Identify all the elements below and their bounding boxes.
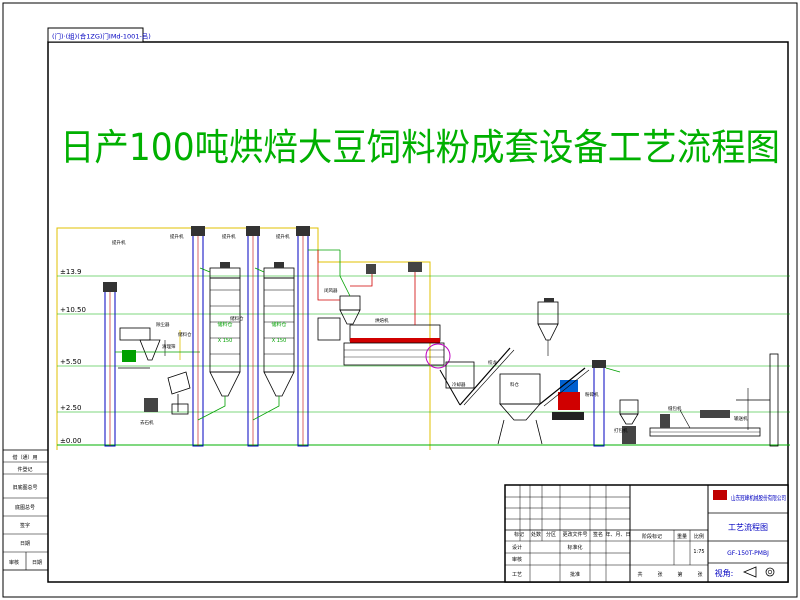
hammer-mill bbox=[539, 367, 590, 420]
level-label-4: +2.50 bbox=[60, 404, 81, 412]
tb-sheet-1: 共 bbox=[637, 571, 642, 578]
tb-drawing-name: 工艺流程图 bbox=[728, 522, 768, 532]
label-sewing: 缝包机 bbox=[668, 405, 682, 412]
silo-2-dim: X 150 bbox=[272, 338, 287, 344]
cleaning-equipment bbox=[115, 327, 200, 415]
tb-drawing-no: GF-150T-PMBJ bbox=[727, 550, 769, 557]
silo-2-name: 储料仓 bbox=[271, 321, 286, 328]
tb-row-process: 工艺 bbox=[512, 572, 522, 578]
label-screw: 绞龙 bbox=[488, 359, 497, 366]
label-cleaning-screen: 清理筛 bbox=[162, 343, 176, 350]
label-silo-b: 储料仓 bbox=[230, 315, 244, 322]
left-table-cell-8: 日期 bbox=[32, 560, 42, 566]
tb-row-review: 审核 bbox=[512, 556, 522, 563]
label-packer: 打包机 bbox=[614, 427, 628, 434]
label-elevator-1: 提升机 bbox=[112, 239, 126, 246]
label-airlock: 闭风器 bbox=[324, 287, 338, 294]
label-bin: 料仓 bbox=[510, 381, 519, 388]
level-label-3: +5.50 bbox=[60, 358, 81, 366]
label-dust-collector: 除尘器 bbox=[156, 321, 170, 328]
cooler-section bbox=[439, 347, 515, 406]
projection-cone-icon bbox=[742, 566, 757, 578]
pulse-dust-collector bbox=[537, 298, 559, 356]
silo-discharge-pipes bbox=[197, 249, 340, 421]
tb-header-3: 分区 bbox=[546, 531, 556, 538]
doc-code-box bbox=[47, 27, 144, 43]
tb-sheet-2: 张 bbox=[657, 571, 662, 578]
storage-silo-2 bbox=[263, 262, 295, 397]
left-table-cell-1: 借（通）用 bbox=[12, 454, 37, 461]
tb-header-1: 标记 bbox=[514, 531, 524, 538]
bucket-elevator-1 bbox=[103, 282, 117, 447]
label-elevator-3: 提升机 bbox=[222, 233, 236, 240]
projection-circle-icon bbox=[765, 567, 775, 577]
tb-row-approve: 批准 bbox=[570, 571, 580, 578]
left-table-cell-4: 底图总号 bbox=[15, 504, 35, 511]
tb-scale-value: 1:75 bbox=[693, 549, 704, 555]
label-destoner: 去石机 bbox=[140, 419, 154, 426]
bucket-elevator-4 bbox=[296, 226, 310, 447]
drawing-title: 日产100吨烘焙大豆饲料粉成套设备工艺流程图 bbox=[60, 126, 780, 169]
inner-frame bbox=[47, 41, 789, 583]
tb-row-design: 设计 bbox=[512, 544, 522, 551]
tb-header-2: 处数 bbox=[531, 531, 541, 538]
packing-machine bbox=[619, 399, 639, 444]
tb-weight-label: 重量 bbox=[677, 533, 687, 540]
tb-header-4: 更改文件号 bbox=[562, 531, 587, 538]
bucket-elevator-3 bbox=[246, 226, 260, 447]
label-elevator-2: 提升机 bbox=[170, 233, 184, 240]
storage-silo-1 bbox=[209, 262, 241, 397]
level-lines bbox=[57, 275, 790, 446]
tb-row-standard: 标准化 bbox=[567, 544, 582, 551]
left-table-cell-6: 日期 bbox=[20, 541, 30, 547]
silo-1-dim: X 150 bbox=[218, 338, 233, 344]
label-grinder: 粉碎机 bbox=[585, 391, 599, 398]
left-revision-table bbox=[2, 449, 49, 571]
left-table-cell-7: 审核 bbox=[9, 559, 19, 566]
tb-header-5: 签名 bbox=[593, 531, 603, 538]
doc-code: (门)·(组)(合1ZG)门IMd-1001-吕) bbox=[52, 32, 151, 41]
left-table-cell-3: 旧底图总号 bbox=[12, 484, 37, 491]
label-cooler: 冷却器 bbox=[452, 381, 466, 388]
tb-company: 山东冠峰机械股份有限公司 bbox=[731, 493, 786, 502]
left-table-cell-5: 签字 bbox=[20, 522, 30, 529]
label-roaster: 烘焙机 bbox=[375, 317, 389, 324]
tb-view-label: 视角: bbox=[715, 568, 734, 578]
level-label-5: ±0.00 bbox=[60, 437, 81, 445]
roaster-line bbox=[317, 250, 451, 369]
level-label-1: ±13.9 bbox=[60, 268, 81, 276]
level-label-2: +10.50 bbox=[60, 306, 86, 314]
level-labels: ±13.9 +10.50 +5.50 +2.50 ±0.00 bbox=[60, 268, 86, 445]
label-conveyor: 输送机 bbox=[734, 415, 748, 422]
belt-conveyor bbox=[649, 353, 779, 447]
buffer-tank bbox=[497, 373, 543, 445]
tb-sheet-4: 张 bbox=[697, 571, 702, 578]
tb-scale-label: 比例 bbox=[694, 533, 704, 540]
title-block bbox=[504, 484, 789, 583]
bucket-elevator-2 bbox=[191, 226, 205, 447]
tb-sheet-3: 第 bbox=[677, 571, 682, 578]
left-table-cell-2: 件登记 bbox=[17, 466, 32, 473]
tb-stage-label: 阶段标记 bbox=[642, 533, 662, 540]
company-logo-icon bbox=[713, 490, 727, 500]
label-elevator-4: 提升机 bbox=[276, 233, 290, 240]
label-silo-a: 储料仓 bbox=[178, 331, 192, 338]
bucket-elevator-5 bbox=[592, 360, 621, 447]
plant-outline bbox=[56, 227, 431, 450]
silo-1-name: 储料仓 bbox=[217, 321, 232, 328]
tb-header-6: 年、月、日 bbox=[605, 531, 630, 538]
